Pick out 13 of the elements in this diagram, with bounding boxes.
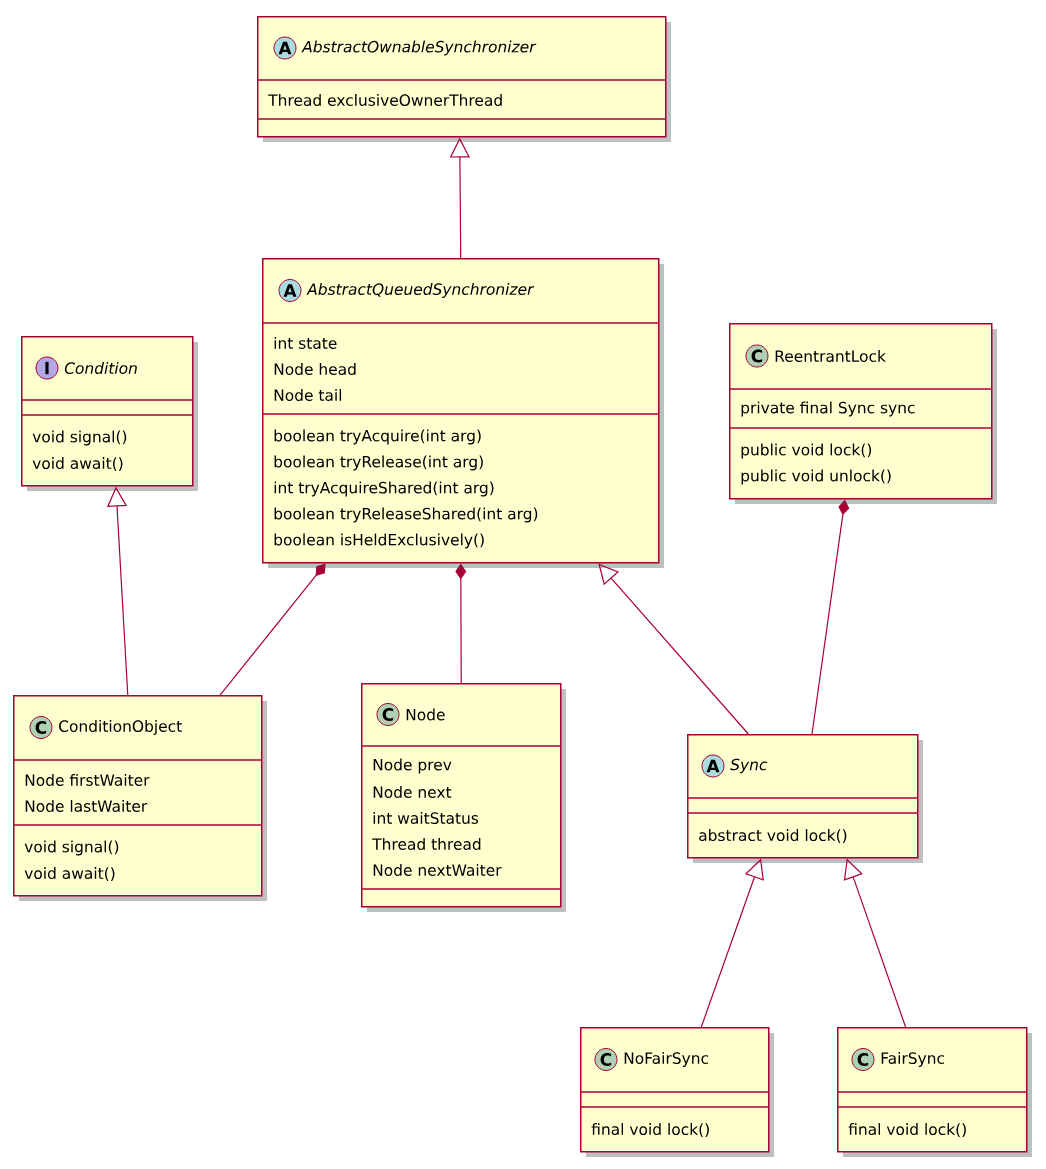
class-box: C ConditionObject Node firstWaiter Node lastWaiter void signal() void await(): [12, 695, 267, 901]
composition-line: [455, 563, 467, 684]
class-box: A AbstractOwnableSynchronizer Thread exclusiveOwnerThread: [256, 16, 671, 142]
class-box: A AbstractQueuedSynchronizer int state Node head Node tail boolean tryAcquire(int arg) boolean tryRelease(int arg) int tryAcquireShared(int arg) boolean tryReleaseShared(int arg) boolean isHeldExclusively(): [261, 258, 664, 568]
class-box: A Sync abstract void lock(): [686, 734, 923, 863]
class-box: C NoFairSync final void lock(): [579, 1027, 774, 1157]
inheritance-arrow: [598, 563, 749, 735]
class-box: I Condition void signal() void await(): [20, 336, 198, 491]
class-box: C FairSync final void lock(): [836, 1027, 1032, 1157]
composition-line: [811, 499, 850, 735]
composition-line: [219, 563, 326, 696]
class-box: C ReentrantLock private final Sync sync public void lock() public void unlock(): [728, 323, 997, 504]
class-box: C Node Node prev Node next int waitStatus Thread thread Node nextWaiter: [360, 683, 566, 912]
